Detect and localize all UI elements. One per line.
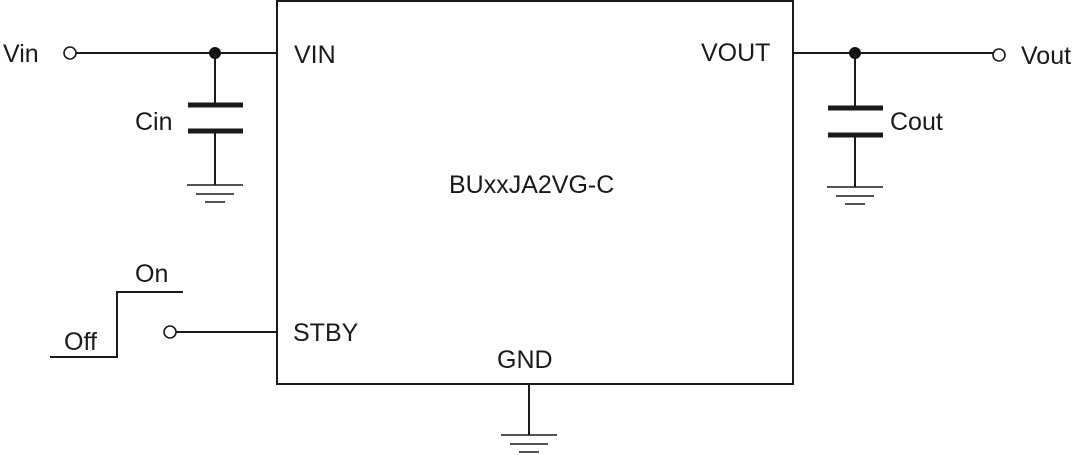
pin-stby-label: STBY — [293, 319, 359, 347]
cin-ground-icon — [187, 184, 243, 203]
switch-off-label: Off — [64, 328, 97, 356]
vout-terminal-label: Vout — [1021, 42, 1071, 70]
regulator-chip-body — [276, 0, 794, 385]
cout-label: Cout — [890, 108, 943, 136]
stby-terminal[interactable] — [163, 325, 177, 339]
cout-capacitor — [828, 53, 883, 187]
on-off-switch-waveform — [50, 291, 183, 358]
pin-vout-label: VOUT — [701, 39, 770, 67]
vin-terminal[interactable] — [63, 46, 77, 60]
vout-terminal[interactable] — [992, 48, 1006, 62]
switch-on-label: On — [135, 260, 168, 288]
vin-terminal-label: Vin — [3, 40, 39, 68]
cin-capacitor — [188, 53, 243, 185]
chip-label: BUxxJA2VG-C — [449, 171, 614, 199]
cout-ground-icon — [827, 186, 883, 205]
chip-ground-icon — [501, 434, 557, 453]
cin-label: Cin — [135, 108, 173, 136]
pin-vin-label: VIN — [294, 41, 336, 69]
pin-gnd-label: GND — [497, 346, 553, 374]
